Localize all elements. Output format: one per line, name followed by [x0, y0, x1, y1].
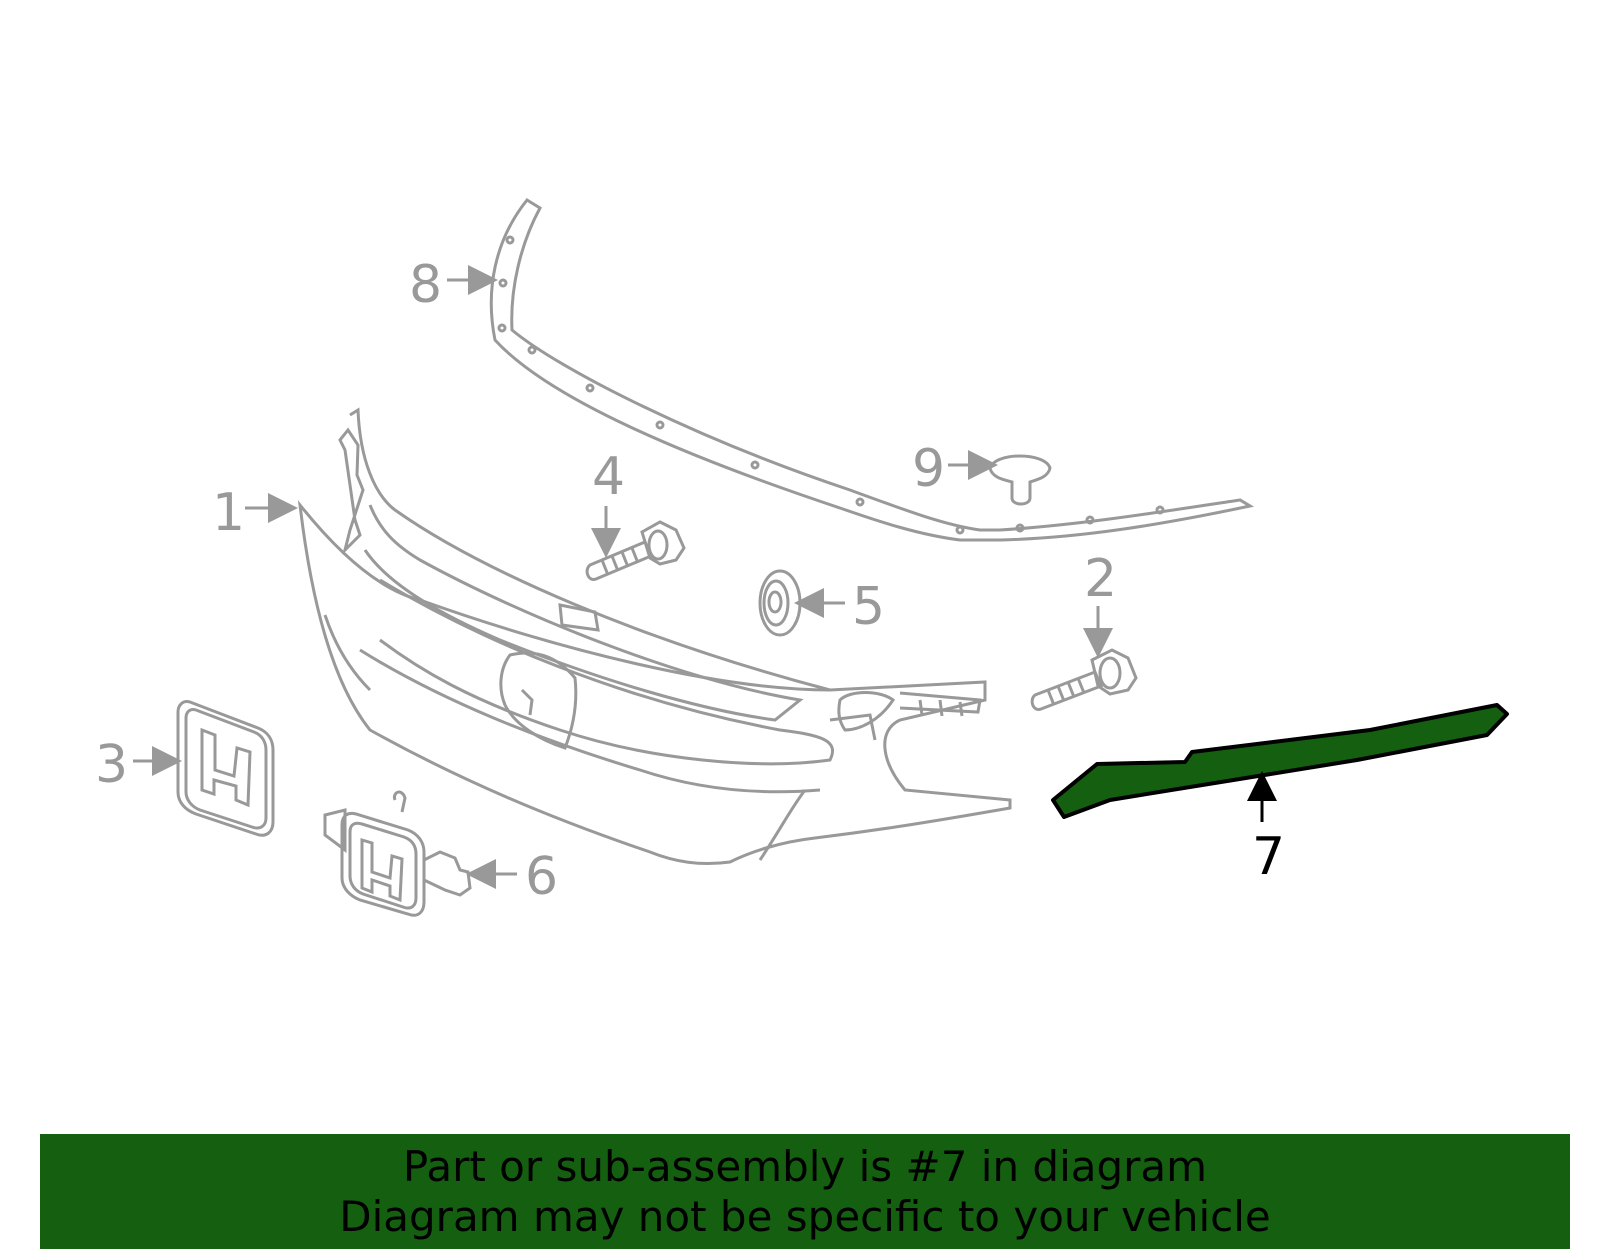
callout-2: 2: [1084, 549, 1117, 609]
callout-1: 1: [212, 483, 245, 543]
part-9-clip: [988, 454, 1052, 506]
info-banner-background: [40, 1134, 1570, 1249]
part-5-nut: [758, 569, 802, 637]
callout-9: 9: [912, 439, 945, 499]
banner-disclaimer: Diagram may not be specific to your vehi…: [339, 1191, 1271, 1241]
callout-4: 4: [592, 447, 625, 507]
part-7-lower-molding[interactable]: [1051, 703, 1509, 819]
callout-7: 7: [1252, 827, 1285, 887]
part-8-upper-molding: [489, 198, 1255, 542]
callout-labels: 1 2 3 4 5 6 7 8 9: [95, 255, 1285, 907]
part-4-bolt: [585, 520, 686, 581]
info-banner: Part or sub-assembly is #7 in diagram Di…: [40, 1134, 1570, 1249]
part-1-grille: [297, 407, 1012, 865]
callout-6: 6: [525, 847, 558, 907]
callout-5: 5: [852, 577, 885, 637]
callout-3: 3: [95, 735, 128, 795]
part-6-emblem-bracket: [323, 790, 472, 917]
part-2-bolt: [1030, 648, 1138, 711]
leader-arrows: [133, 265, 1277, 889]
callout-8: 8: [409, 255, 442, 315]
banner-part-note: Part or sub-assembly is #7 in diagram: [402, 1141, 1208, 1191]
part-3-emblem: [176, 700, 275, 837]
